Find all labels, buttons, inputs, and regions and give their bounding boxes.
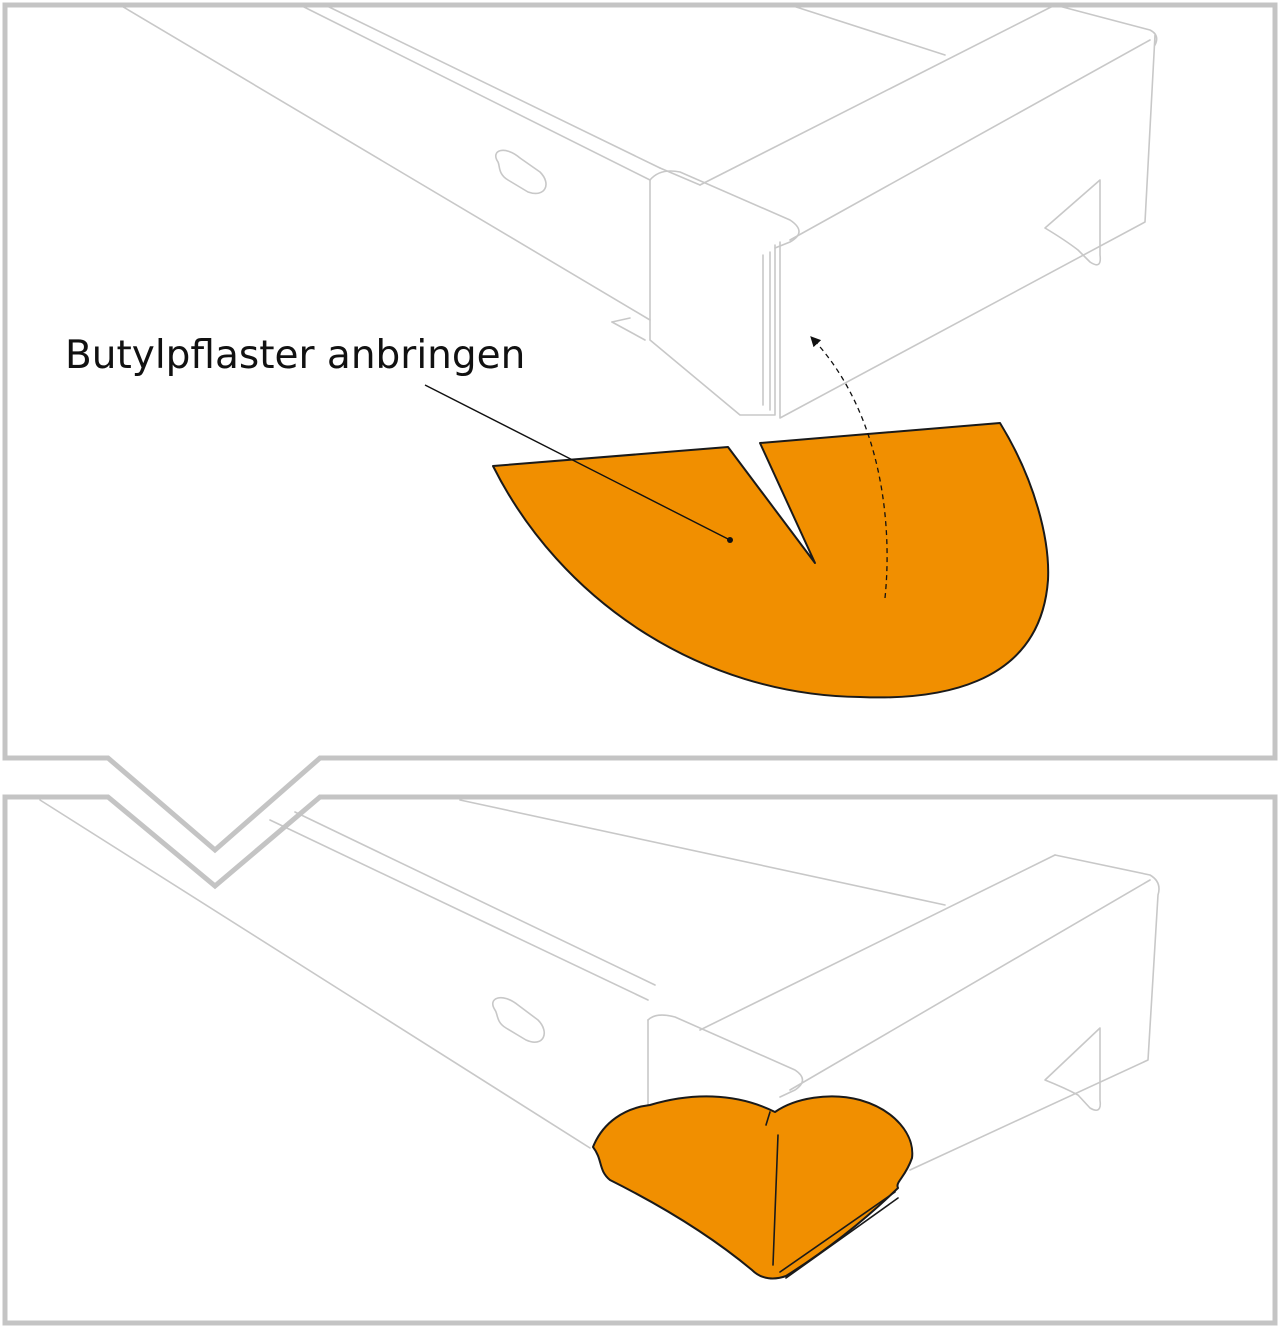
top-panel: Butylpflaster anbringen — [65, 4, 1158, 699]
bottom-panel-frame — [2, 794, 1278, 1326]
fold-arrow — [810, 336, 888, 599]
frame-corner-top — [119, 4, 1158, 419]
slot-hole — [492, 996, 546, 1043]
butyl-patch-flat — [492, 422, 1050, 699]
patch-edge-lower-2 — [785, 1197, 899, 1279]
butyl-patch-folded — [592, 1095, 914, 1280]
label-leader-line — [424, 384, 731, 541]
patch-edge-lower — [779, 1191, 896, 1273]
patch-fold-crease-2 — [765, 1111, 771, 1126]
leader-dot — [727, 537, 733, 543]
slot-hole — [495, 149, 547, 195]
patch-fold-crease — [772, 1134, 779, 1266]
frame-corner-bottom — [39, 799, 1160, 1171]
bottom-panel — [39, 799, 1160, 1280]
instruction-label: Butylpflaster anbringen — [65, 333, 525, 378]
top-panel-frame — [2, 2, 1278, 854]
